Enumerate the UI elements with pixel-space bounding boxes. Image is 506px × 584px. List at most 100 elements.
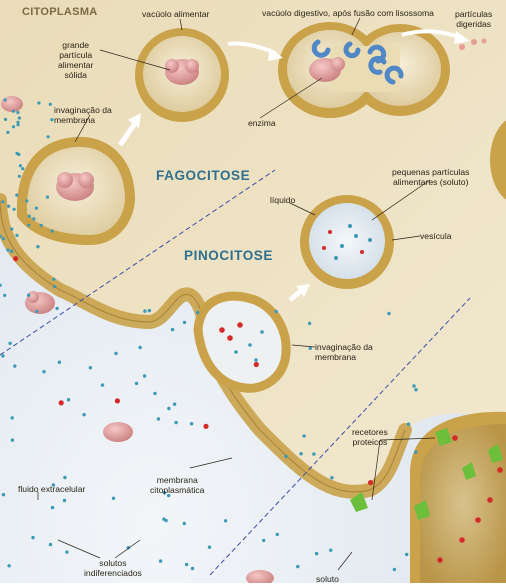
solutes-label: solutos indiferenciados	[84, 558, 142, 578]
solute-dot	[53, 285, 57, 289]
solute-dot	[11, 109, 15, 113]
solute-dot	[27, 214, 31, 218]
arrow-icon	[117, 120, 139, 147]
solute-dot	[142, 374, 147, 378]
food-particle-blob	[103, 422, 133, 442]
solute-dot	[184, 562, 189, 567]
solute-dot	[237, 322, 243, 328]
small-particles-label: pequenas partículas alimentares (soluto)	[392, 167, 470, 187]
solute-dot	[0, 234, 2, 238]
solute-dot	[182, 320, 187, 325]
solute-dot	[170, 327, 175, 332]
invagination-label-1: invaginação da membrana	[54, 105, 112, 125]
solute-dot	[10, 227, 14, 231]
digested-particles-label: partículas digeridas	[455, 9, 493, 29]
solute-dot	[65, 550, 69, 554]
food-particle-blob	[165, 59, 199, 85]
solute-dot	[275, 532, 279, 537]
solute-dot	[1, 493, 6, 497]
solute-dot	[219, 327, 225, 333]
solute-dot	[475, 517, 481, 523]
food-particle-blob	[309, 57, 345, 82]
solute-dot	[189, 422, 194, 426]
solute-dot	[34, 206, 39, 210]
solute-dot	[6, 248, 10, 252]
digestive-vacuole-label: vacúolo digestivo, após fusão com lisoss…	[262, 8, 434, 18]
solute-dot	[1, 237, 6, 241]
solute-dot	[55, 306, 59, 311]
solute-dot	[299, 452, 303, 456]
solute-dot	[42, 370, 46, 374]
solute-dot	[88, 366, 93, 370]
solute-dot	[51, 483, 56, 487]
solute-dot	[459, 537, 465, 543]
food-particle-blob	[25, 291, 55, 314]
cytoplasm-heading: CITOPLASMA	[22, 6, 98, 18]
arrow-icon	[288, 288, 304, 302]
large-particle-label: grande partícula alimentar sólida	[58, 40, 94, 80]
solute-dot	[182, 521, 186, 526]
solute-dot	[16, 123, 20, 127]
solute-dot	[8, 341, 12, 345]
solute-particles	[0, 98, 503, 572]
solute-dot	[167, 406, 171, 411]
solute-dot	[368, 238, 372, 242]
solute-dot	[322, 246, 326, 250]
solute-dot	[36, 245, 40, 249]
solute-dot	[11, 125, 16, 129]
solute-dot	[274, 309, 278, 314]
solute-dot	[63, 475, 67, 480]
solute-dot	[35, 309, 39, 313]
solute-dot	[260, 330, 264, 334]
solute-dot	[312, 452, 316, 456]
pinocytosis-heading: PINOCITOSE	[184, 248, 274, 263]
enzyme-icon	[311, 39, 404, 85]
food-particle-blob	[246, 570, 274, 583]
solute-dot	[162, 491, 167, 495]
solute-dot	[6, 130, 10, 134]
solute-dot	[126, 546, 130, 550]
solute-dot	[10, 438, 15, 442]
arrow-icon	[128, 113, 141, 128]
solute-dot	[405, 552, 409, 557]
solute-dot	[100, 383, 105, 387]
solute-dot	[437, 557, 443, 563]
solute-dot	[248, 343, 252, 347]
solute-dot	[18, 164, 22, 168]
solute-dot	[17, 116, 21, 120]
solute-dot	[25, 199, 29, 203]
arrow-icon	[454, 31, 470, 44]
arrow-icon	[268, 48, 283, 61]
solute-dot	[7, 204, 11, 208]
solute-dot	[62, 498, 67, 503]
solute-dot	[3, 293, 7, 297]
solute-dot	[190, 566, 195, 571]
solute-dot	[153, 391, 157, 396]
solute-dot	[31, 535, 35, 540]
solute-dot	[50, 505, 55, 510]
solute-dot	[7, 564, 11, 568]
solute-dot	[452, 435, 458, 441]
solute-dot	[114, 398, 120, 404]
solute-dot	[16, 110, 20, 115]
solute-dot	[45, 195, 50, 199]
solute-dot	[16, 120, 20, 124]
extracellular-fluid-label: fluido extracelular	[18, 484, 86, 494]
solute-dot	[223, 519, 228, 523]
solute-dot	[50, 118, 54, 122]
solute-dot	[15, 233, 19, 237]
solute-dot	[360, 250, 364, 254]
solute-dot	[284, 454, 288, 459]
solute-dot	[9, 249, 14, 253]
solute-dot	[15, 193, 19, 197]
solute-dot	[114, 351, 118, 356]
separator-line	[209, 297, 471, 576]
label-leader-lines	[37, 17, 436, 571]
digested-particle-icon	[459, 38, 487, 50]
solute-dot	[412, 384, 416, 388]
solute-dot	[227, 335, 233, 341]
solute-dot	[156, 417, 161, 421]
receptors-label: recetores proteicos	[352, 427, 388, 447]
solute-dot	[392, 567, 397, 572]
